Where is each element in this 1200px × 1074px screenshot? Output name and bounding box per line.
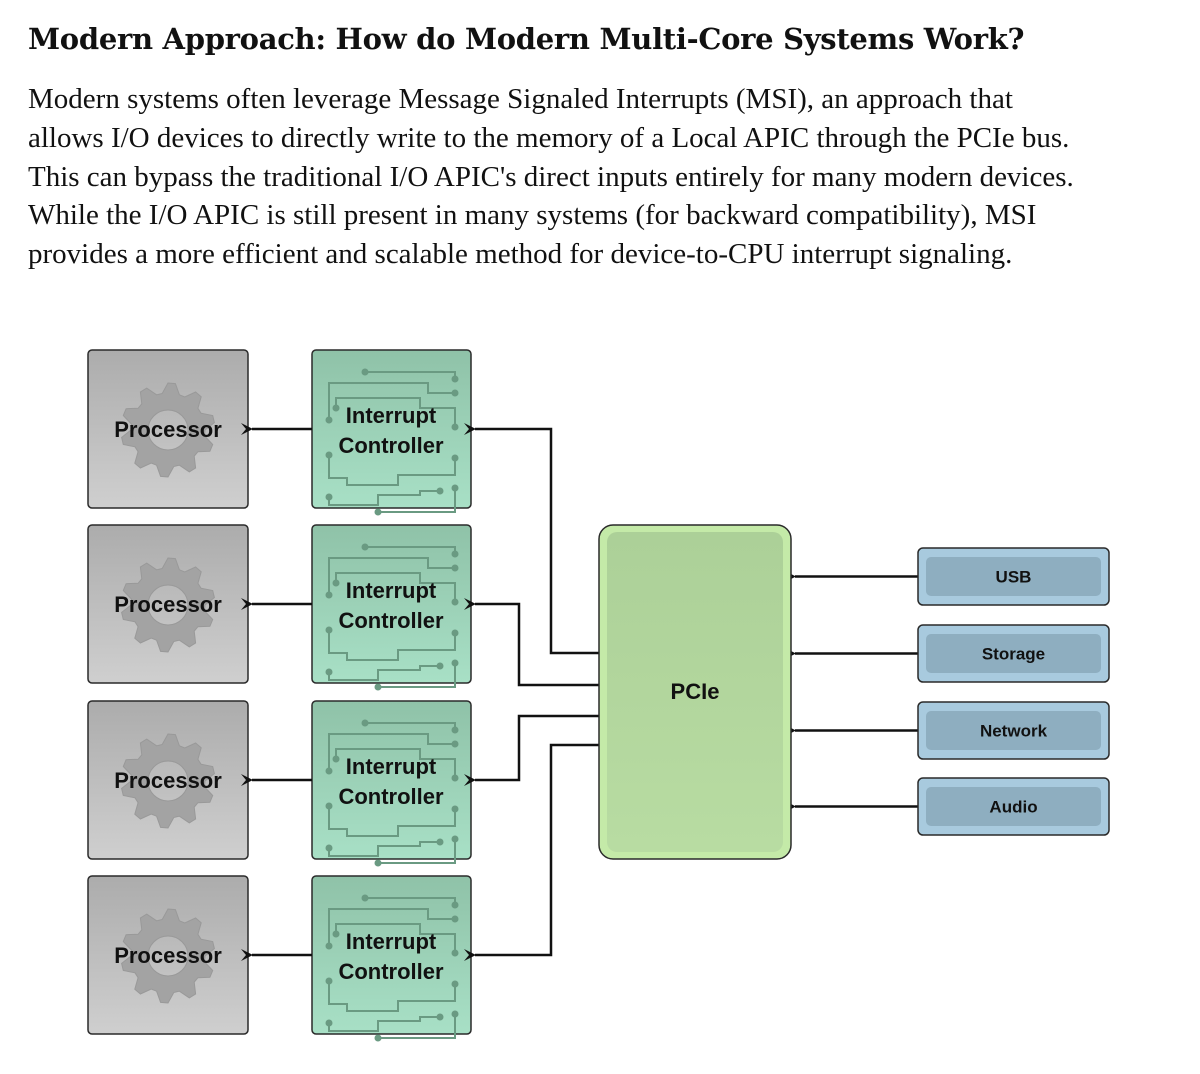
pcie-bus: PCIe bbox=[598, 524, 792, 860]
gear-icon bbox=[121, 733, 215, 829]
gear-icon bbox=[121, 557, 215, 653]
intro-paragraph: Modern systems often leverage Message Si… bbox=[28, 80, 1188, 274]
paragraph-line: Modern systems often leverage Message Si… bbox=[28, 83, 1013, 115]
gear-icon bbox=[121, 382, 215, 478]
device-box-inner bbox=[926, 711, 1101, 750]
cores: ProcessorInterruptControllerProcessorInt… bbox=[87, 349, 472, 1042]
controller-label-line1: Interrupt bbox=[346, 578, 437, 603]
device-label: Audio bbox=[989, 798, 1037, 817]
paragraph-line: While the I/O APIC is still present in m… bbox=[28, 199, 1037, 232]
pcie-label: PCIe bbox=[671, 679, 720, 704]
gear-icon bbox=[121, 908, 215, 1004]
controller-label-line1: Interrupt bbox=[346, 929, 437, 954]
controller-label-line1: Interrupt bbox=[346, 754, 437, 779]
circuit-trace-icon bbox=[325, 368, 459, 516]
circuit-trace-icon bbox=[325, 543, 459, 691]
controller-label-line1: Interrupt bbox=[346, 403, 437, 428]
controller-label-line2: Controller bbox=[338, 608, 444, 633]
processor-label: Processor bbox=[114, 592, 222, 617]
device-label: USB bbox=[996, 568, 1032, 587]
pcie-box-inner bbox=[607, 532, 783, 852]
device-usb: USB bbox=[917, 547, 1110, 606]
pcie-to-controller-connector bbox=[464, 743, 599, 961]
pcie-to-controller-connector bbox=[464, 423, 599, 655]
device-audio: Audio bbox=[917, 777, 1110, 836]
circuit-trace-icon bbox=[325, 719, 459, 867]
controller-label-line2: Controller bbox=[338, 433, 444, 458]
pcie-to-controller-connector bbox=[464, 598, 599, 687]
processor-label: Processor bbox=[114, 943, 222, 968]
controller-label-line2: Controller bbox=[338, 959, 444, 984]
connectors bbox=[241, 423, 918, 961]
controller-label-line2: Controller bbox=[338, 784, 444, 809]
paragraph-line: provides a more efficient and scalable m… bbox=[28, 238, 1013, 271]
device-box-inner bbox=[926, 557, 1101, 596]
pcie-to-controller-connector bbox=[464, 714, 599, 786]
device-storage: Storage bbox=[917, 624, 1110, 683]
device-box-inner bbox=[926, 634, 1101, 673]
page-heading: Modern Approach: How do Modern Multi-Cor… bbox=[28, 22, 1025, 56]
device-network: Network bbox=[917, 701, 1110, 760]
paragraph-line: This can bypass the traditional I/O APIC… bbox=[28, 160, 1074, 193]
device-label: Network bbox=[980, 722, 1048, 741]
device-box-inner bbox=[926, 787, 1101, 826]
paragraph-line: allows I/O devices to directly write to … bbox=[28, 121, 1070, 154]
device-label: Storage bbox=[982, 645, 1045, 664]
circuit-trace-icon bbox=[325, 894, 459, 1042]
processor-label: Processor bbox=[114, 768, 222, 793]
processor-label: Processor bbox=[114, 417, 222, 442]
